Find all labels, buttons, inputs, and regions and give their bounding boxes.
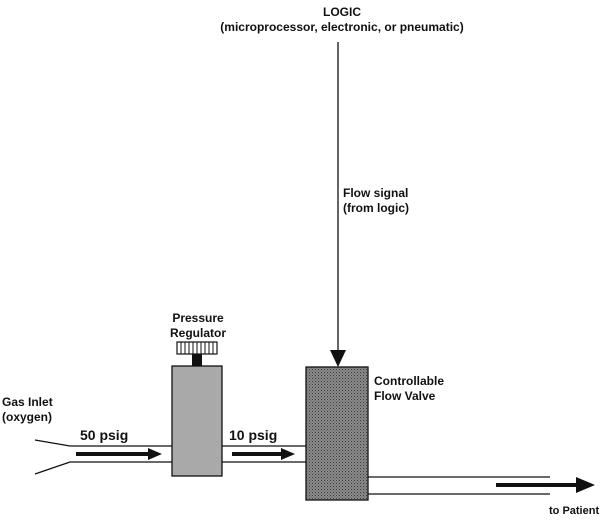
logic-title: LOGIC	[323, 5, 361, 19]
logic-subtitle: (microprocessor, electronic, or pneumati…	[220, 20, 463, 34]
flow-valve-label-line2: Flow Valve	[374, 389, 436, 403]
regulator-label-line2: Regulator	[170, 326, 226, 340]
flow-signal-label-line1: Flow signal	[343, 186, 408, 200]
inlet-pipe-bottom-flare	[34, 461, 71, 475]
regulator-label-line1: Pressure	[172, 311, 224, 325]
regulated-pressure-label: 10 psig	[229, 427, 277, 443]
flow-signal-arrowhead	[330, 350, 346, 367]
regulator-knob	[176, 341, 218, 366]
controllable-flow-valve-body	[305, 366, 369, 501]
middle-flow-arrowhead	[281, 448, 295, 460]
gas-inlet-label-line1: Gas Inlet	[2, 395, 53, 409]
inlet-pipe-top-flare	[34, 439, 71, 447]
outlet-flow-arrowhead	[576, 477, 595, 493]
flow-valve-label-line1: Controllable	[374, 374, 444, 388]
flow-signal-label-line2: (from logic)	[343, 201, 409, 215]
outlet-label: to Patient	[549, 505, 599, 517]
pressure-regulator-body	[171, 365, 223, 477]
gas-inlet-label-line2: (oxygen)	[2, 410, 52, 424]
inlet-pressure-label: 50 psig	[80, 427, 128, 443]
inlet-flow-arrowhead	[148, 448, 162, 460]
